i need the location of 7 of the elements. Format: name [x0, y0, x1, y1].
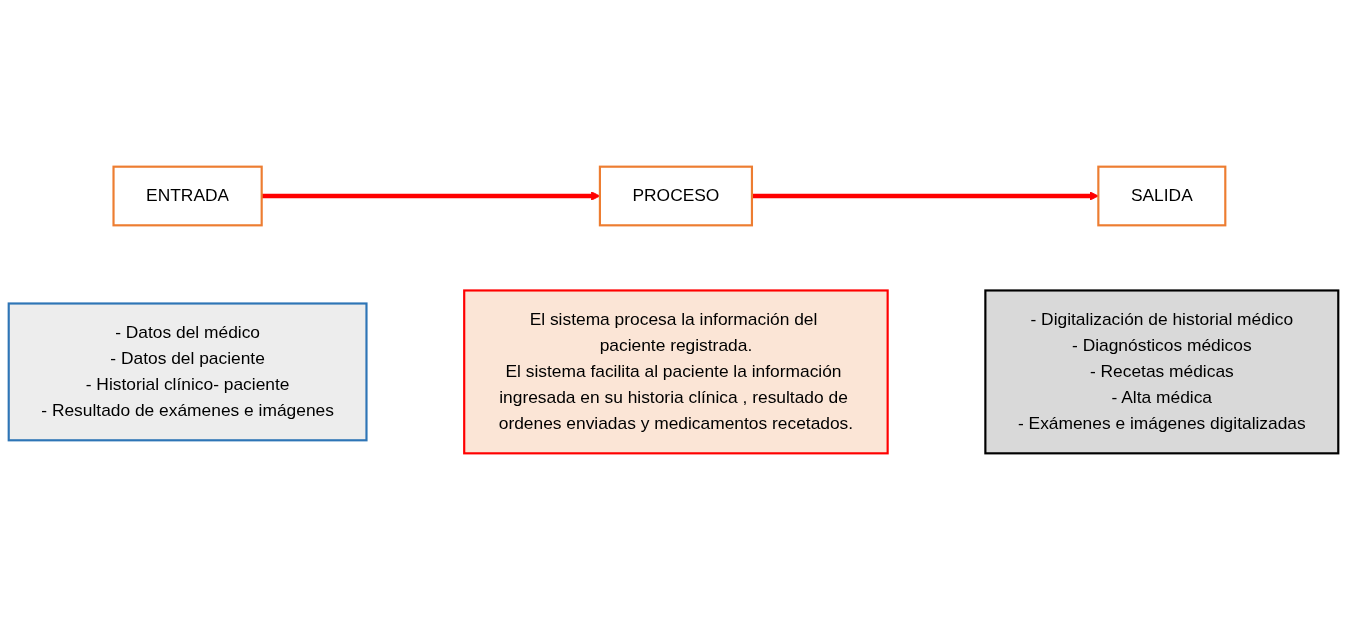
node-box: - Digitalización de historial médico - Diagnósticos médicos - Recetas médicas - Alta médica - Exámenes e imágenes digitalizadas [984, 289, 1340, 455]
node-box: SALIDA [1097, 166, 1227, 227]
node-box: - Datos del médico - Datos del paciente - Historial clínico- paciente - Resultado de exámenes e imágenes [7, 302, 368, 442]
node-box: PROCESO [598, 166, 754, 227]
arrow [751, 191, 1099, 202]
node-box: El sistema procesa la información del paciente registrada. El sistema facilita al paciente la información ingresada en su historia clínica , resultado de ordenes enviadas y medicamentos recetados. [463, 289, 889, 455]
node-box: ENTRADA [112, 166, 263, 227]
